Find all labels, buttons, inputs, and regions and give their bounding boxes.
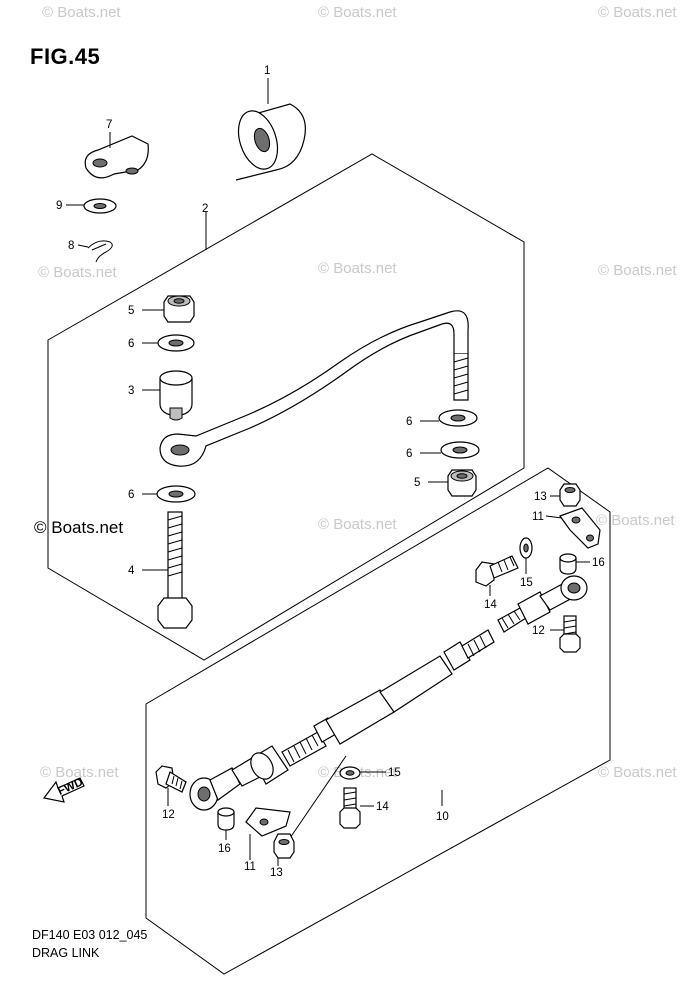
watermark: © Boats.net (40, 764, 119, 781)
fwd-label: FWD (56, 776, 85, 798)
washer-part-6 (420, 409, 478, 427)
callout-16: 16 (592, 557, 605, 569)
callout-12: 12 (162, 809, 175, 821)
forward-arrow-icon: FWD (42, 776, 85, 803)
watermark: © Boats.net (596, 512, 675, 529)
watermark-strong: © Boats.net (34, 518, 124, 537)
bracket-part-11-lower (245, 807, 291, 860)
callout-13: 13 (534, 491, 547, 503)
watermark: © Boats.net (598, 262, 677, 279)
rod-end-right (497, 575, 588, 633)
washer-part-6 (142, 485, 196, 503)
callout-16: 16 (218, 843, 231, 855)
callout-14: 14 (376, 801, 389, 813)
nut-part-13-upper (550, 483, 581, 507)
watermark: © Boats.net (598, 4, 677, 21)
watermark: © Boats.net (318, 516, 397, 533)
drag-link-rod (159, 212, 469, 467)
collar-part-3 (142, 370, 193, 421)
watermark: © Boats.net (318, 4, 397, 21)
callout-1: 1 (264, 65, 270, 77)
nut-part-13-lower (273, 833, 295, 866)
callout-2: 2 (202, 203, 208, 215)
callout-3: 3 (128, 385, 134, 397)
callout-6: 6 (406, 448, 412, 460)
callout-15: 15 (520, 577, 533, 589)
callout-5: 5 (128, 305, 134, 317)
callout-4: 4 (128, 565, 135, 577)
bolt-part-14-lower (339, 787, 374, 829)
figure-title: FIG.45 (30, 44, 101, 69)
bolt-part-4 (142, 511, 193, 629)
washer-part-6 (420, 441, 480, 459)
bolt-part-12-right (550, 615, 581, 653)
cotter-pin-part-8 (77, 240, 113, 263)
callout-13: 13 (270, 867, 283, 879)
callout-14: 14 (484, 599, 497, 611)
upper-assembly-frame (47, 153, 525, 661)
collar-part-16-left (217, 807, 235, 840)
collar-part-16-right (559, 553, 590, 575)
callout-12: 12 (532, 625, 545, 637)
bolt-part-12-left (155, 765, 187, 806)
callout-7: 7 (106, 119, 112, 131)
callout-11: 11 (244, 861, 256, 873)
watermark: © Boats.net (318, 260, 397, 277)
callout-6: 6 (406, 416, 412, 428)
callout-8: 8 (68, 240, 74, 252)
watermark: © Boats.net (42, 4, 121, 21)
nut-part-5-lower (428, 469, 477, 497)
callout-6: 6 (128, 338, 134, 350)
watermark: © Boats.net (598, 764, 677, 781)
washer-part-9 (66, 198, 117, 214)
watermark: © Boats.net (38, 264, 117, 281)
washer-part-15-lower (339, 766, 386, 780)
callout-9: 9 (56, 200, 62, 212)
bushing-part-1 (235, 78, 306, 181)
callout-11: 11 (532, 511, 544, 523)
callout-5: 5 (414, 477, 420, 489)
nut-part-5-upper (142, 295, 195, 323)
callout-15: 15 (388, 767, 401, 779)
figure-name-caption: DRAG LINK (32, 946, 100, 960)
lever-part-7 (84, 132, 149, 179)
bolt-part-14-upper (475, 555, 519, 596)
washer-part-15-upper (519, 537, 533, 574)
tie-rod-assembly (189, 629, 495, 839)
washer-part-6 (142, 334, 195, 352)
bracket-part-11-upper (545, 507, 601, 549)
callout-10: 10 (436, 811, 449, 823)
callout-6: 6 (128, 489, 134, 501)
model-code-caption: DF140 E03 012_045 (32, 928, 148, 942)
lower-assembly-frame (145, 467, 611, 975)
